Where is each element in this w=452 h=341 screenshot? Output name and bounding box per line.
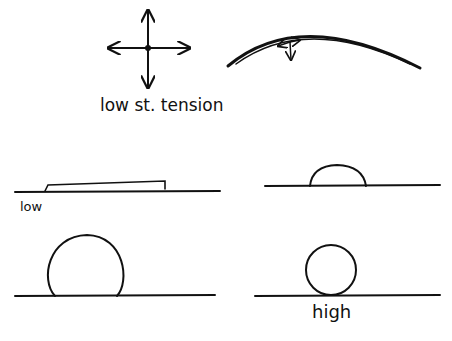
- surface-arc: [228, 36, 420, 68]
- molecule-dot: [146, 46, 150, 50]
- surface-line: [265, 185, 440, 186]
- force-arrow: [147, 48, 149, 88]
- surface-line: [15, 295, 215, 296]
- flat-drop: [45, 181, 165, 191]
- force-arrow: [290, 42, 291, 60]
- bead-drop: [48, 235, 124, 296]
- annotation-label: low: [20, 200, 42, 214]
- surface-arc: [236, 39, 410, 64]
- force-arrow: [148, 47, 190, 49]
- sphere-drop: [306, 245, 356, 295]
- annotation-label: high: [312, 302, 351, 322]
- force-arrow: [108, 47, 148, 49]
- annotation-label: low st. tension: [100, 96, 223, 115]
- surface-line: [255, 295, 440, 296]
- force-arrow: [290, 40, 300, 42]
- dome-drop: [310, 165, 366, 186]
- force-arrow: [147, 10, 149, 48]
- force-arrow: [278, 42, 290, 46]
